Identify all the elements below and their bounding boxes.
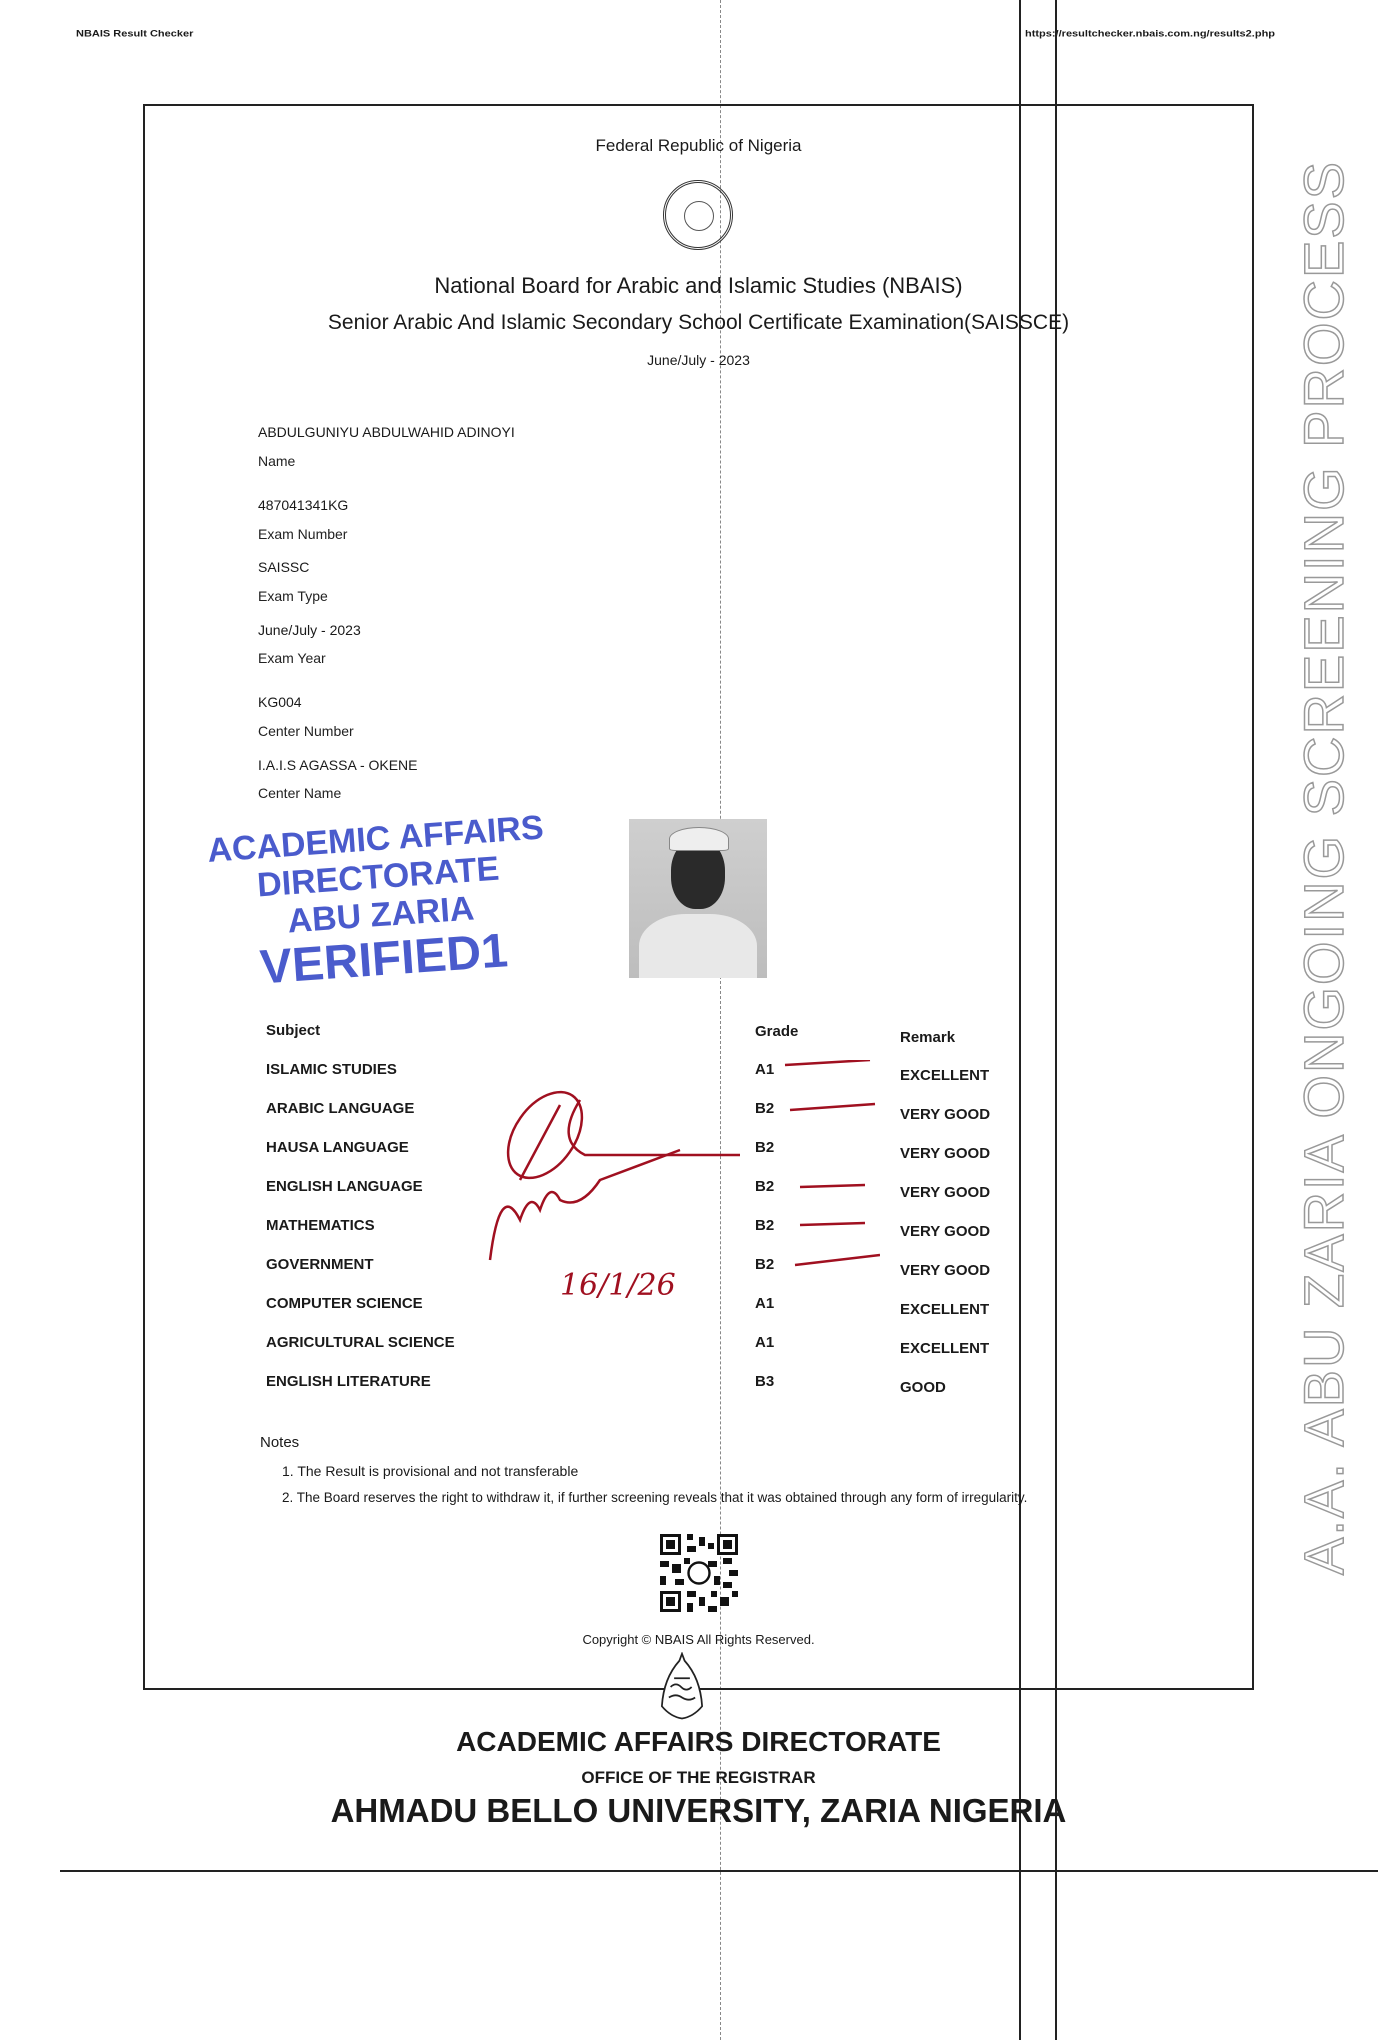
exam-year-label: Exam Year	[258, 650, 326, 666]
signature-mark	[488, 1060, 880, 1267]
nbais-seal-icon	[663, 180, 733, 250]
table-row: ENGLISH LANGUAGE B2 VERY GOOD	[0, 1178, 1378, 1208]
subject-cell: AGRICULTURAL SCIENCE	[266, 1334, 455, 1351]
footer-university: AHMADU BELLO UNIVERSITY, ZARIA NIGERIA	[330, 1792, 1067, 1829]
grade-cell: A1	[755, 1061, 775, 1078]
verification-stamp: ACADEMIC AFFAIRS DIRECTORATE ABU ZARIA V…	[175, 806, 586, 999]
candidate-photo	[629, 819, 767, 978]
browser-url: https://resultchecker.nbais.com.ng/resul…	[1025, 29, 1276, 39]
scan-fold-line	[720, 0, 721, 2040]
abu-crest-icon	[660, 1652, 704, 1720]
grade-cell: A1	[755, 1334, 775, 1351]
grade-cell: B3	[755, 1373, 775, 1390]
subject-cell: ENGLISH LANGUAGE	[266, 1178, 423, 1195]
remark-cell: VERY GOOD	[900, 1223, 991, 1240]
footer-directorate: ACADEMIC AFFAIRS DIRECTORATE	[456, 1726, 941, 1757]
center-name-value: I.A.I.S AGASSA - OKENE	[258, 757, 418, 773]
remark-cell: EXCELLENT	[900, 1301, 990, 1318]
note-item: 1. The Result is provisional and not tra…	[282, 1463, 579, 1479]
scan-edge-line	[1055, 0, 1057, 2040]
remark-column-header: Remark	[900, 1029, 956, 1046]
center-number-value: KG004	[258, 694, 302, 710]
exam-year-value: June/July - 2023	[258, 622, 361, 638]
remark-cell: VERY GOOD	[900, 1262, 991, 1279]
subject-cell: MATHEMATICS	[266, 1217, 375, 1234]
grade-cell: B2	[755, 1217, 775, 1234]
table-row: HAUSA LANGUAGE B2 VERY GOOD	[0, 1139, 1378, 1169]
qr-code-icon	[660, 1534, 738, 1612]
remark-cell: EXCELLENT	[900, 1340, 990, 1357]
footer-office: OFFICE OF THE REGISTRAR	[581, 1768, 816, 1787]
subject-column-header: Subject	[266, 1022, 321, 1039]
remark-cell: VERY GOOD	[900, 1145, 991, 1162]
candidate-name-label: Name	[258, 453, 296, 469]
exam-number-label: Exam Number	[258, 526, 348, 542]
grade-cell: B2	[755, 1178, 775, 1195]
subject-cell: ARABIC LANGUAGE	[266, 1100, 415, 1117]
exam-type-value: SAISSC	[258, 559, 310, 575]
copyright-text: Copyright © NBAIS All Rights Reserved.	[582, 1632, 815, 1647]
footer-divider	[60, 1870, 1378, 1872]
table-row: ARABIC LANGUAGE B2 VERY GOOD	[0, 1100, 1378, 1130]
subject-cell: HAUSA LANGUAGE	[266, 1139, 409, 1156]
board-heading: National Board for Arabic and Islamic St…	[434, 273, 963, 298]
center-number-label: Center Number	[258, 723, 354, 739]
grade-cell: B2	[755, 1139, 775, 1156]
grade-column-header: Grade	[755, 1023, 799, 1040]
remark-cell: VERY GOOD	[900, 1184, 991, 1201]
screening-watermark: A.A. ABU ZARIA ONGOING SCREENING PROCESS	[1291, 159, 1356, 1575]
remark-cell: GOOD	[900, 1379, 946, 1396]
table-row: GOVERNMENT B2 VERY GOOD	[0, 1256, 1378, 1286]
subject-cell: GOVERNMENT	[266, 1256, 374, 1273]
candidate-name-value: ABDULGUNIYU ABDULWAHID ADINOYI	[258, 424, 515, 440]
notes-heading: Notes	[260, 1434, 300, 1451]
subject-cell: ENGLISH LITERATURE	[266, 1373, 431, 1390]
subject-cell: ISLAMIC STUDIES	[266, 1061, 397, 1078]
table-row: COMPUTER SCIENCE A1 EXCELLENT	[0, 1295, 1378, 1325]
exam-type-label: Exam Type	[258, 588, 328, 604]
signature-date: 16/1/26	[560, 1268, 676, 1303]
grade-cell: B2	[755, 1256, 775, 1273]
browser-page-title: NBAIS Result Checker	[76, 29, 194, 39]
country-heading: Federal Republic of Nigeria	[595, 136, 802, 155]
remark-cell: VERY GOOD	[900, 1106, 991, 1123]
scan-edge-line	[1019, 0, 1021, 2040]
table-row: MATHEMATICS B2 VERY GOOD	[0, 1217, 1378, 1247]
table-row: ENGLISH LITERATURE B3 GOOD	[0, 1373, 1378, 1403]
table-row: AGRICULTURAL SCIENCE A1 EXCELLENT	[0, 1334, 1378, 1364]
center-name-label: Center Name	[258, 785, 342, 801]
grade-cell: B2	[755, 1100, 775, 1117]
exam-heading: Senior Arabic And Islamic Secondary Scho…	[327, 311, 1070, 334]
grade-cell: A1	[755, 1295, 775, 1312]
exam-number-value: 487041341KG	[258, 497, 349, 513]
note-item: 2. The Board reserves the right to withd…	[282, 1490, 1028, 1505]
remark-cell: EXCELLENT	[900, 1067, 990, 1084]
subject-cell: COMPUTER SCIENCE	[266, 1295, 423, 1312]
exam-session: June/July - 2023	[647, 352, 750, 368]
table-row: ISLAMIC STUDIES A1 EXCELLENT	[0, 1061, 1378, 1091]
